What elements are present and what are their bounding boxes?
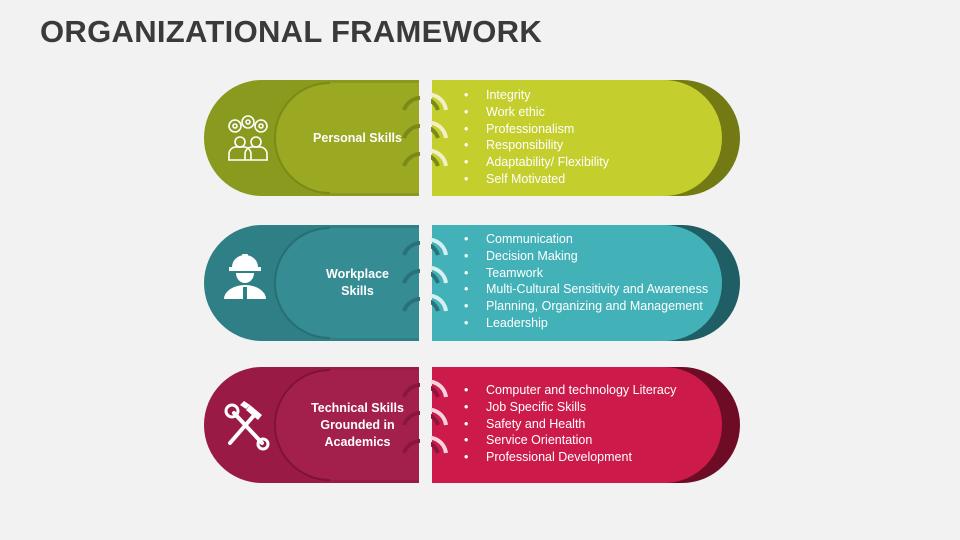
list-item: Professional Development xyxy=(464,449,676,466)
technical-skills-list: Computer and technology Literacy Job Spe… xyxy=(464,382,676,466)
list-item: Planning, Organizing and Management xyxy=(464,298,708,315)
list-item: Safety and Health xyxy=(464,416,676,433)
list-item: Job Specific Skills xyxy=(464,399,676,416)
personal-skills-label: Personal Skills xyxy=(290,78,425,198)
workplace-skills-list: Communication Decision Making Teamwork M… xyxy=(464,231,708,332)
list-item: Responsibility xyxy=(464,137,609,154)
technical-skills-row: Technical Skills Grounded in Academics C… xyxy=(0,365,960,485)
list-item: Service Orientation xyxy=(464,432,676,449)
workplace-skills-label: Workplace Skills xyxy=(290,223,425,343)
personal-skills-row: Personal Skills Integrity Work ethic Pro… xyxy=(0,78,960,198)
workplace-skills-row: Workplace Skills Communication Decision … xyxy=(0,223,960,343)
workplace-skills-label-text: Workplace Skills xyxy=(326,267,389,298)
list-item: Self Motivated xyxy=(464,171,609,188)
page-title: ORGANIZATIONAL FRAMEWORK xyxy=(40,14,543,49)
list-item: Decision Making xyxy=(464,248,708,265)
list-item: Professionalism xyxy=(464,121,609,138)
personal-skills-label-text: Personal Skills xyxy=(313,130,402,145)
technical-skills-label-text: Technical Skills Grounded in Academics xyxy=(311,400,404,449)
list-item: Adaptability/ Flexibility xyxy=(464,154,609,171)
hammer-wrench-icon xyxy=(224,401,270,451)
list-item: Teamwork xyxy=(464,265,708,282)
technical-skills-label: Technical Skills Grounded in Academics xyxy=(290,365,425,485)
list-item: Computer and technology Literacy xyxy=(464,382,676,399)
personal-skills-list: Integrity Work ethic Professionalism Res… xyxy=(464,87,609,188)
team-gears-icon xyxy=(228,115,268,161)
list-item: Integrity xyxy=(464,87,609,104)
list-item: Multi-Cultural Sensitivity and Awareness xyxy=(464,281,708,298)
list-item: Work ethic xyxy=(464,104,609,121)
list-item: Leadership xyxy=(464,315,708,332)
list-item: Communication xyxy=(464,231,708,248)
